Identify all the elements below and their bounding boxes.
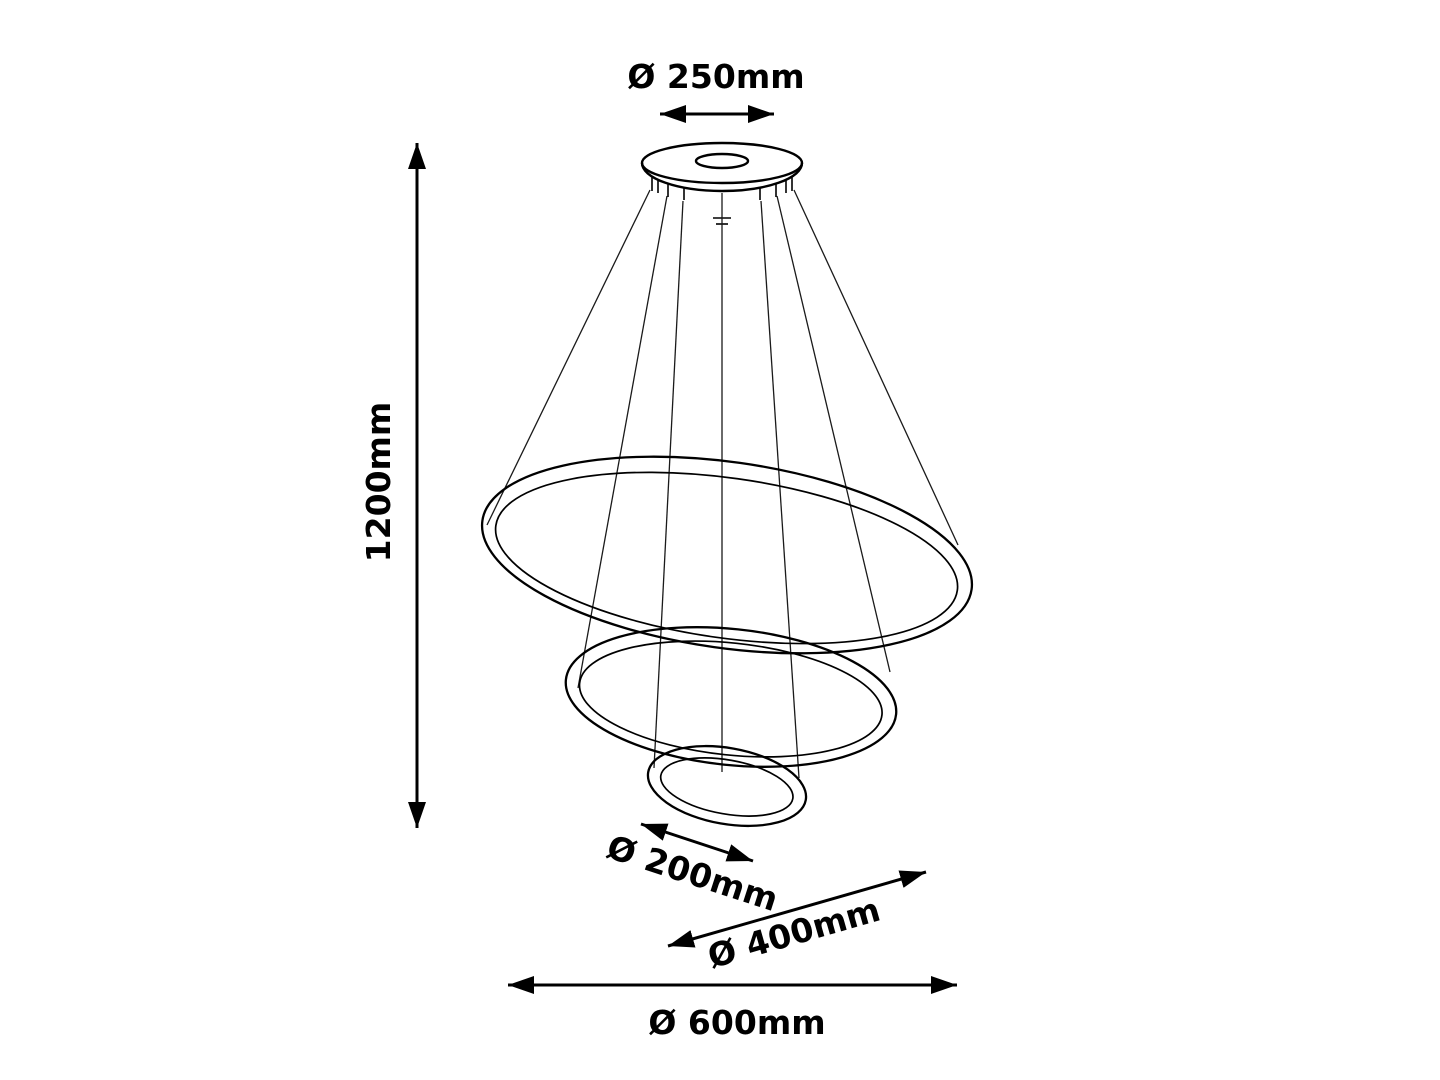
wire-connectors: [651, 177, 793, 225]
small-ring-diameter-dimension: Ø 200mm: [602, 822, 783, 919]
canopy-diameter-dimension: Ø 250mm: [627, 57, 805, 123]
height-dimension: 1200mm: [359, 143, 426, 828]
large-ring: [480, 455, 974, 655]
large-ring-diameter-dimension: Ø 600mm: [508, 976, 957, 1042]
height-label: 1200mm: [359, 402, 398, 563]
ceiling-canopy: [640, 141, 804, 225]
middle-ring: [564, 626, 898, 768]
canopy-diameter-label: Ø 250mm: [627, 57, 804, 96]
small-ring: [646, 744, 808, 828]
suspension-wires: [486, 189, 959, 779]
large-ring-diameter-label: Ø 600mm: [648, 1003, 825, 1042]
